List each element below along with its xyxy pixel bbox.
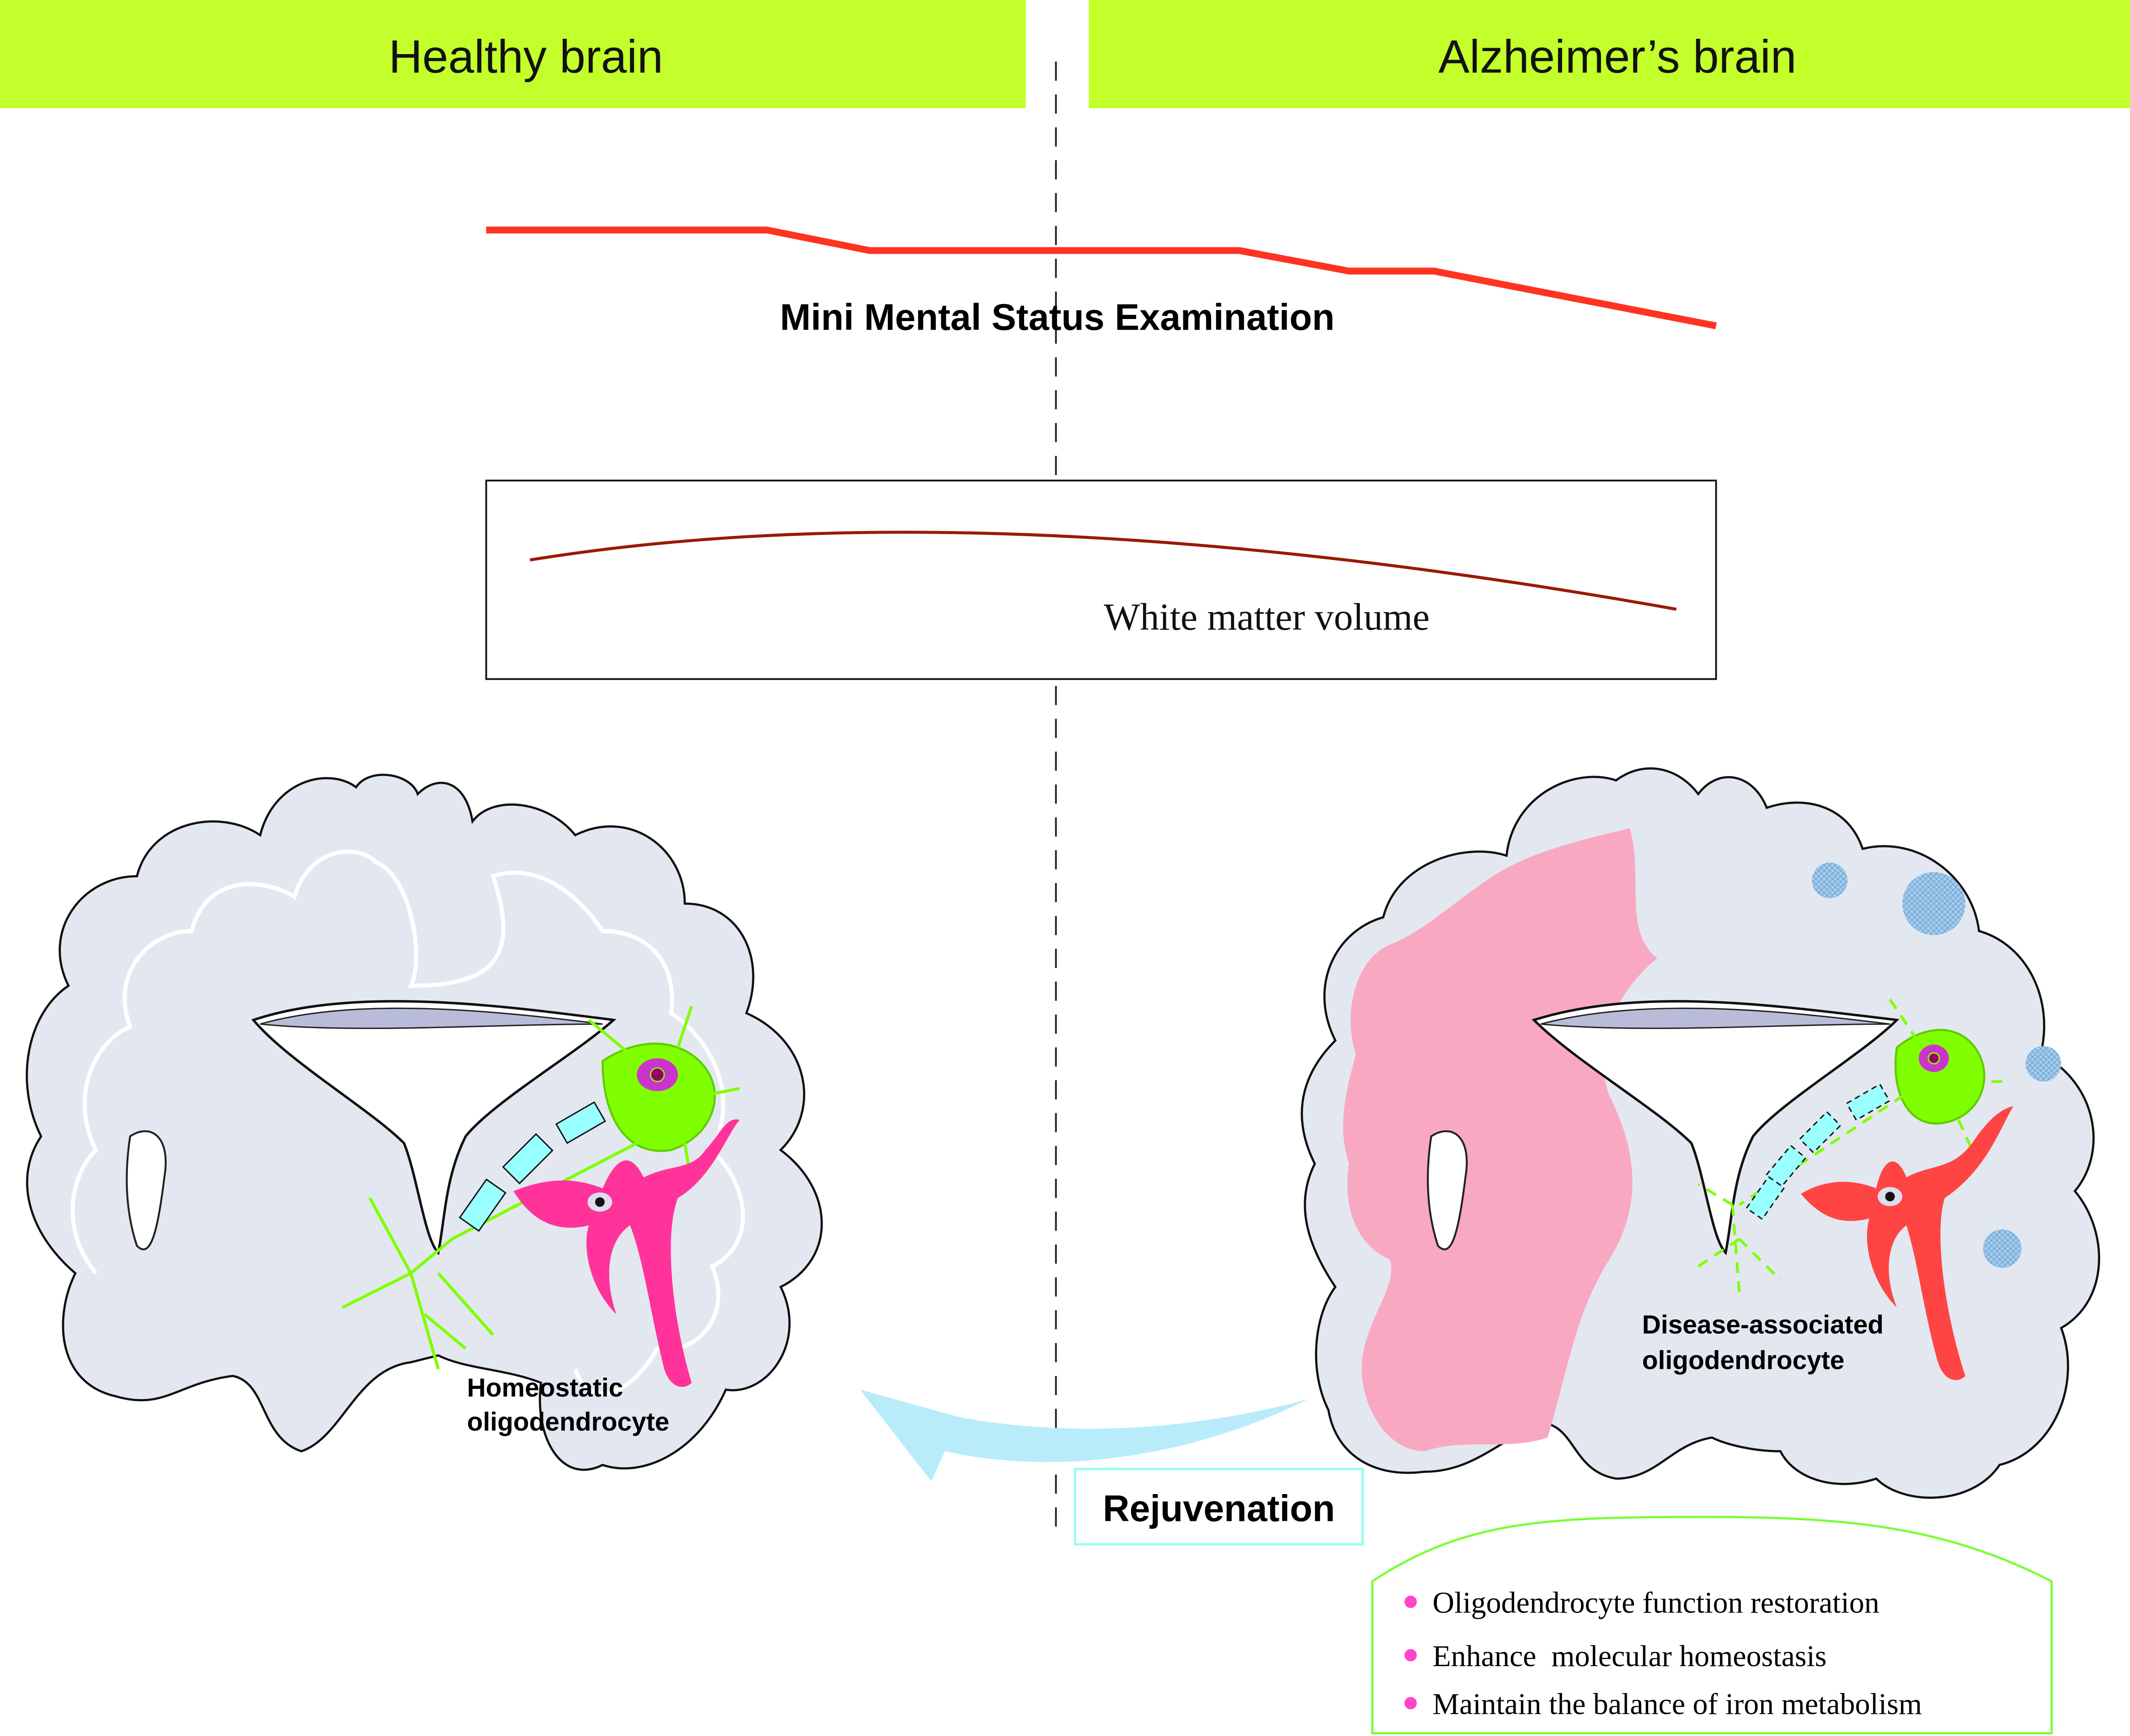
alzheimers-brain-title: Alzheimer’s brain xyxy=(1439,31,1796,83)
homeostatic-label-line1: Homeostatic xyxy=(467,1373,623,1402)
mmse-trend-line xyxy=(486,227,1717,329)
amyloid-plaque xyxy=(2025,1046,2061,1082)
disease-associated-oligodendrocyte xyxy=(1801,1106,2013,1380)
homeostatic-label-line2: oligodendrocyte xyxy=(467,1407,669,1436)
rejuvenation-box: Rejuvenation xyxy=(1074,1468,1364,1546)
rejuvenation-arrow xyxy=(860,1389,1308,1482)
rejuvenation-label: Rejuvenation xyxy=(1103,1488,1335,1529)
alzheimers-brain-illustration: Disease-associated oligodendrocyte xyxy=(1301,767,2100,1499)
disease-label-line2: oligodendrocyte xyxy=(1642,1346,1845,1375)
benefits-panel: Oligodendrocyte function restoration Enh… xyxy=(1371,1516,2053,1735)
amyloid-plaque xyxy=(1812,862,1848,898)
svg-text:Maintain the balance of iron m: Maintain the balance of iron metabolism xyxy=(1433,1688,1922,1721)
healthy-brain-title: Healthy brain xyxy=(389,31,663,83)
bullet-icon xyxy=(1404,1649,1417,1661)
header-left-banner: Healthy brain xyxy=(0,0,1026,108)
white-matter-panel: White matter volume xyxy=(485,480,1717,680)
white-matter-curve xyxy=(530,531,1677,611)
svg-text:Enhance molecular homeostasis: Enhance molecular homeostasis xyxy=(1433,1640,1827,1673)
amyloid-plaque xyxy=(1902,872,1966,935)
benefit-item: Enhance molecular homeostasis xyxy=(1404,1640,1827,1673)
amyloid-plaque xyxy=(1983,1229,2022,1268)
neuron-cell xyxy=(342,1006,740,1370)
bullet-icon xyxy=(1404,1595,1417,1608)
benefit-item: Oligodendrocyte function restoration xyxy=(1404,1587,1880,1620)
neuron-cell-damaged xyxy=(1697,998,2006,1294)
healthy-brain-ventricle xyxy=(251,1000,616,1256)
mmse-label: Mini Mental Status Examination xyxy=(780,297,1335,338)
atrophy-region xyxy=(1343,828,1658,1451)
healthy-brain-illustration: Homeostatic oligodendrocyte xyxy=(26,773,823,1471)
svg-text:Oligodendrocyte function resto: Oligodendrocyte function restoration xyxy=(1433,1587,1880,1620)
header-right-banner: Alzheimer’s brain xyxy=(1088,0,2130,108)
bullet-icon xyxy=(1404,1697,1417,1710)
healthy-brain-cortex xyxy=(70,849,745,1396)
disease-label-line1: Disease-associated xyxy=(1642,1310,1884,1339)
benefit-item: Maintain the balance of iron metabolism xyxy=(1404,1688,1922,1721)
homeostatic-oligodendrocyte xyxy=(513,1119,740,1387)
white-matter-label: White matter volume xyxy=(1104,596,1430,638)
